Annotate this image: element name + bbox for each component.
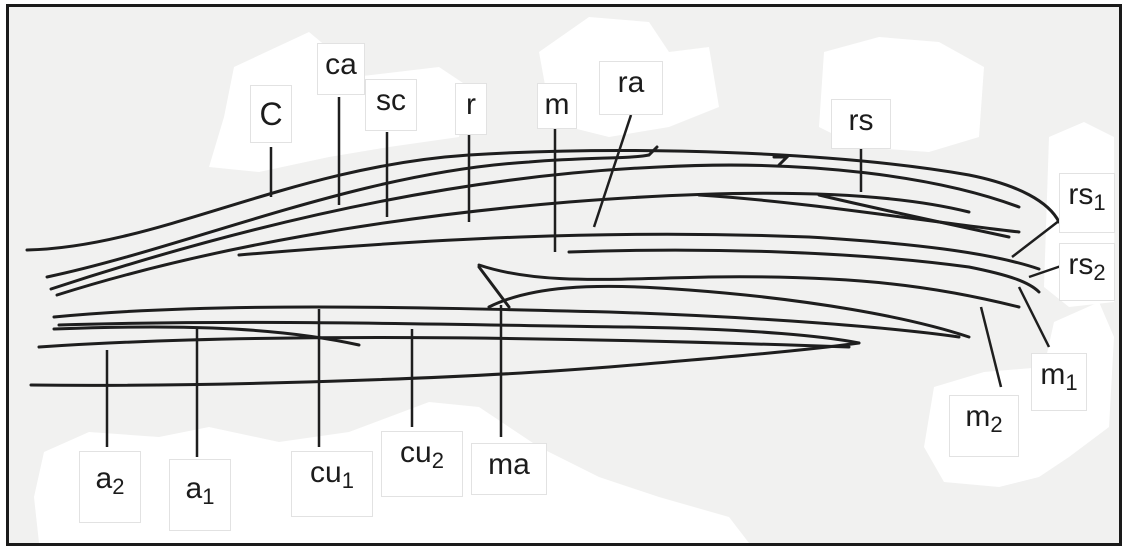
- label-rs1-sub: 1: [1093, 190, 1105, 215]
- label-rs2-sub: 2: [1093, 260, 1105, 285]
- label-ra-text: ra: [618, 66, 645, 99]
- vein-anal-3: [31, 343, 859, 385]
- label-a2-base: a: [96, 462, 113, 495]
- label-m-text: m: [545, 88, 570, 121]
- label-rs1-base: rs: [1068, 178, 1093, 211]
- label-m1-base: m: [1040, 358, 1065, 391]
- label-m2-sub: 2: [990, 412, 1002, 437]
- label-rs1: rs1: [1059, 173, 1115, 233]
- vein-costal-arrow: [774, 157, 787, 165]
- label-m: m: [537, 83, 577, 129]
- label-a2: a2: [79, 451, 141, 523]
- vein-subcosta: [47, 147, 657, 277]
- label-m1: m1: [1031, 353, 1087, 411]
- label-m2: m2: [949, 395, 1019, 457]
- label-cu1-base: cu: [310, 456, 342, 489]
- label-m1-sub: 1: [1065, 370, 1077, 395]
- wing-venation-figure: C ca sc r m ra rs rs1 rs2 m1 m2 ma cu2 c…: [6, 4, 1122, 546]
- label-rs-text: rs: [849, 104, 874, 137]
- label-r: r: [455, 83, 487, 135]
- label-ca: ca: [317, 43, 365, 95]
- label-ma-text: ma: [488, 448, 530, 481]
- label-sc-text: sc: [376, 84, 406, 117]
- label-a1: a1: [169, 459, 231, 531]
- label-m2-base: m: [965, 400, 990, 433]
- vein-m2: [479, 265, 1019, 307]
- label-a2-sub: 2: [112, 474, 124, 499]
- label-r-text: r: [466, 88, 476, 121]
- label-cu1-sub: 1: [342, 468, 354, 493]
- label-cu1: cu1: [291, 451, 373, 517]
- label-rs2: rs2: [1059, 243, 1115, 301]
- label-rs2-base: rs: [1068, 248, 1093, 281]
- vein-rs-upper: [699, 195, 1019, 232]
- vein-radius: [51, 165, 1019, 289]
- label-ca-text: ca: [325, 48, 357, 81]
- label-cu2-sub: 2: [432, 448, 444, 473]
- label-sc: sc: [365, 79, 417, 131]
- label-c: C: [250, 85, 292, 143]
- label-a1-base: a: [186, 472, 203, 505]
- label-ra: ra: [599, 61, 663, 115]
- vein-anal-2: [39, 338, 849, 347]
- label-a1-sub: 1: [202, 484, 214, 509]
- label-ma: ma: [471, 443, 547, 495]
- label-cu2: cu2: [381, 431, 463, 497]
- wing-veins: [27, 147, 1059, 385]
- label-c-text: C: [259, 96, 282, 132]
- label-cu2-base: cu: [400, 436, 432, 469]
- label-rs: rs: [831, 99, 891, 149]
